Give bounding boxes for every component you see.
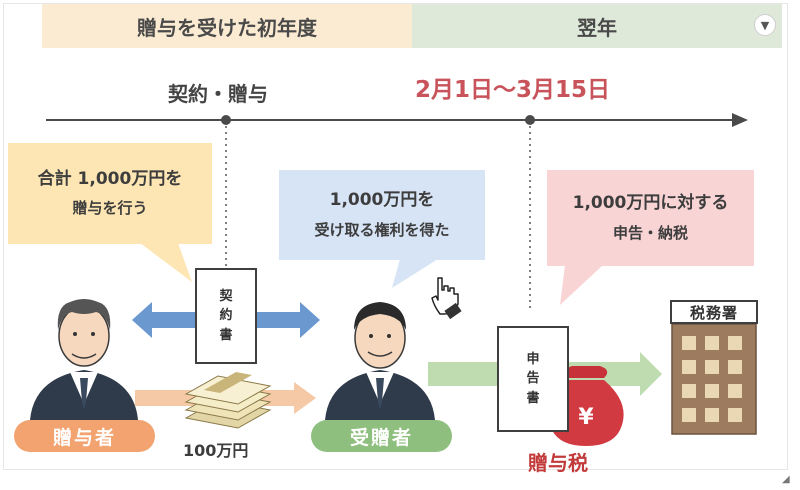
tax-office-sign: 税務署 <box>670 300 758 324</box>
tax-office-building-icon <box>671 323 757 435</box>
donee-person-icon <box>325 302 435 420</box>
first-year-label: 贈与を受けた初年度 <box>137 15 317 40</box>
donor-bubble-line2: 贈与を行う <box>72 199 148 218</box>
resize-grip-icon[interactable]: ◢ <box>782 474 790 485</box>
return-char-2: 告 <box>526 371 540 387</box>
donee-bubble-line1: 1,000万円を <box>329 190 435 211</box>
donee-speech-bubble: 1,000万円を 受け取る権利を得た <box>279 170 485 260</box>
donor-tag: 贈与者 <box>14 420 155 452</box>
donor-person-icon <box>30 299 138 420</box>
yen-symbol: ¥ <box>578 405 594 430</box>
filing-period-label: 2月1日～3月15日 <box>415 77 611 103</box>
next-year-label: 翌年 <box>577 15 617 40</box>
next-year-band: 翌年 <box>412 4 782 48</box>
timeline-arrowhead <box>732 113 748 127</box>
return-char-3: 書 <box>526 390 540 406</box>
filing-bubble-tail <box>560 265 603 305</box>
diagram-frame <box>3 3 788 470</box>
filing-bubble-line1: 1,000万円に対する <box>572 193 729 214</box>
contract-char-3: 書 <box>219 327 233 343</box>
chevron-down-icon: ▼ <box>760 18 770 32</box>
banknote-bundle-icon <box>184 372 272 429</box>
contract-char-1: 契 <box>219 288 233 304</box>
tax-return-document-icon: 申 告 書 <box>497 326 569 432</box>
amount-label: 100万円 <box>183 441 249 460</box>
return-char-1: 申 <box>526 351 540 367</box>
filing-bubble-line2: 申告・納税 <box>612 223 688 242</box>
contract-char-2: 約 <box>219 308 233 324</box>
donee-tag-label: 受贈者 <box>349 426 413 449</box>
collapse-button[interactable]: ▼ <box>754 14 776 36</box>
hand-cursor-icon <box>431 277 462 320</box>
first-year-band: 贈与を受けた初年度 <box>42 4 412 48</box>
contract-gift-label: 契約・贈与 <box>168 82 268 106</box>
donee-tag: 受贈者 <box>311 420 452 452</box>
donee-bubble-tail <box>392 259 438 288</box>
donee-bubble-line2: 受け取る権利を得た <box>314 220 450 239</box>
donor-bubble-line1: 合計 1,000万円を <box>37 168 183 189</box>
contract-document-icon: 契 約 書 <box>195 268 257 364</box>
donor-bubble-tail <box>140 243 192 282</box>
filing-speech-bubble: 1,000万円に対する 申告・納税 <box>547 170 754 266</box>
donor-speech-bubble: 合計 1,000万円を 贈与を行う <box>8 143 212 244</box>
gift-tax-label: 贈与税 <box>528 451 588 475</box>
timeline-point-contract <box>221 115 231 125</box>
donor-tag-label: 贈与者 <box>52 426 116 449</box>
timeline-point-filing <box>525 115 535 125</box>
